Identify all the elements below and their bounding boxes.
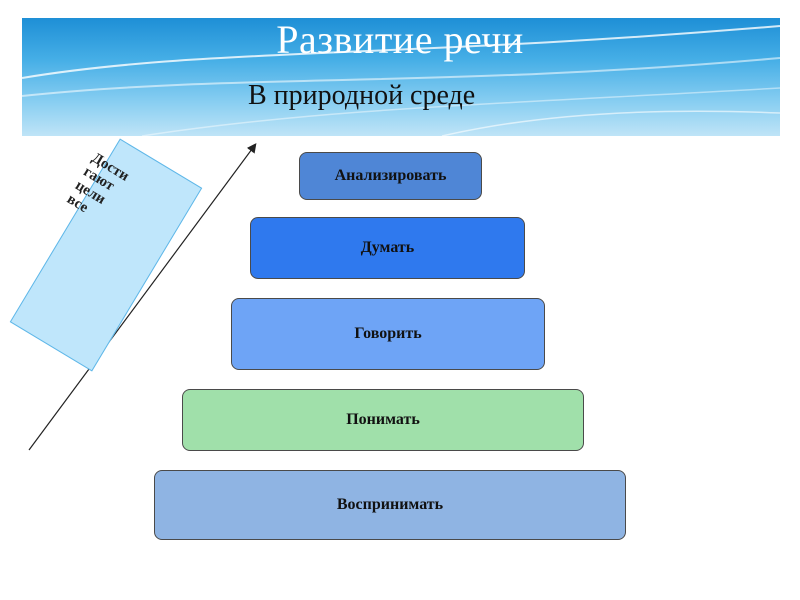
pyramid-level-speak: Говорить [231,298,545,370]
slide-title: Развитие речи [276,17,524,62]
slide-subtitle: В природной среде [248,80,476,111]
pyramid-level-perceive: Воспринимать [154,470,626,540]
arrow-line [28,143,257,451]
header-banner [22,18,780,136]
pyramid-level-think: Думать [250,217,525,279]
banner-waves [22,25,780,136]
pyramid-level-understand: Понимать [182,389,584,451]
pyramid-level-analyze: Анализировать [299,152,482,200]
